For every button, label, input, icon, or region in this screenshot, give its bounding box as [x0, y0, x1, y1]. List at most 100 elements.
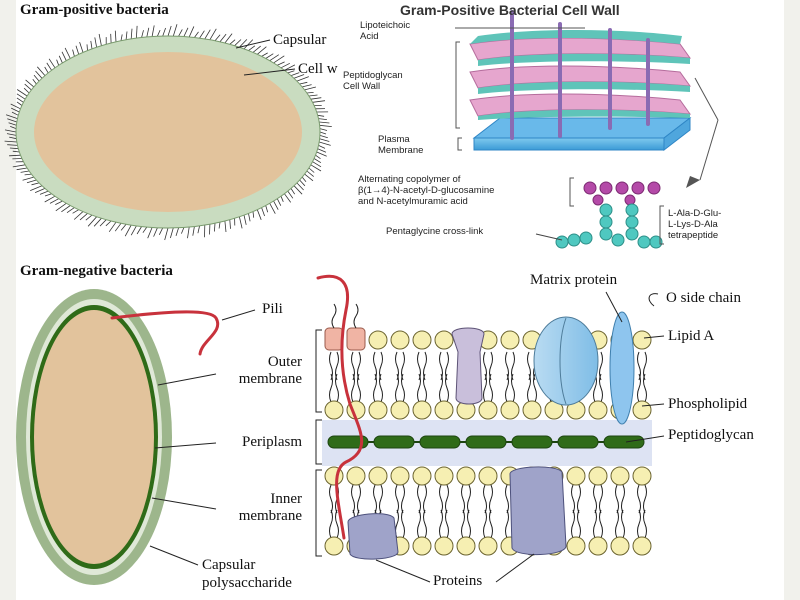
capsule-hair [256, 209, 262, 220]
capsule-hair [26, 179, 37, 184]
capsule-hair [280, 62, 290, 69]
lipid-tail [593, 484, 603, 514]
lipid-tail [439, 484, 449, 514]
capsule-hair [55, 200, 63, 205]
capsule-hair [35, 70, 43, 79]
capsule-hair [93, 218, 102, 227]
lipid-a-block [324, 327, 344, 351]
inner-membrane-protein-large [509, 466, 567, 556]
lipid-tail [373, 351, 383, 381]
copolymer-label-line3: and N-acetylmuramic acid [358, 196, 468, 207]
capsule-hair [9, 147, 19, 150]
lipid-layers [324, 303, 652, 556]
phospholipid-head [500, 400, 520, 420]
capsule-hair [319, 121, 330, 124]
capsule-hair [199, 30, 205, 39]
phospholipid-head [368, 400, 388, 420]
capsule-hair [287, 70, 295, 74]
phospholipid-head [412, 466, 432, 486]
phospholipid-head [346, 466, 366, 486]
capsule-hair [58, 55, 63, 64]
lipid-tail [615, 484, 625, 514]
phospholipid-head [324, 536, 344, 556]
capsule-hair [120, 34, 123, 41]
lipid-tail [505, 351, 515, 381]
capsule-hair [183, 27, 189, 37]
peptidoglycan-segment [373, 435, 415, 449]
capsule-hair [64, 47, 71, 59]
lipid-tail [439, 373, 449, 403]
tetrapeptide-label: L-Ala-D-Glu- L-Lys-D-Ala tetrapeptide [668, 208, 721, 241]
capsule-hair [287, 190, 294, 199]
capsule-hair [23, 87, 30, 94]
capsule-hair [147, 227, 153, 239]
phospholipid-head [368, 330, 388, 350]
capsule-hair [170, 227, 174, 239]
capsule-hair [7, 144, 18, 146]
capsule-hair [6, 133, 17, 136]
gram-positive-cytoplasm [34, 52, 302, 212]
plasma-membrane-label-line2: Membrane [378, 145, 424, 156]
capsule-hair [10, 103, 21, 110]
capsule-hair [265, 205, 269, 213]
capsule-hair [25, 79, 35, 88]
peptidoglycan-layers [469, 30, 692, 120]
lipid-tail [439, 351, 449, 381]
capsule-hair [11, 107, 20, 113]
capsule-hair [302, 84, 312, 88]
phospholipid-head [434, 536, 454, 556]
pili-label: Pili [262, 301, 283, 317]
lipid-tail [395, 484, 405, 514]
capsule-hair [124, 224, 132, 237]
capsule-hair [9, 154, 21, 157]
peptidoglycan-segment [419, 435, 461, 449]
capsule-hair [44, 195, 56, 203]
lipoteichoic-label-line1: Lipoteichoic [360, 20, 411, 31]
phospholipid-head [456, 466, 476, 486]
capsule-hair [306, 170, 314, 177]
o-side-chain [331, 303, 337, 329]
lipid-a-label: Lipid A [668, 328, 715, 344]
capsule-hair [299, 81, 308, 85]
capsule-hair [315, 154, 321, 160]
lipid-tail [373, 373, 383, 403]
capsule-hair [181, 227, 185, 234]
capsule-hair [90, 40, 93, 49]
outer-membrane-label: Outer membrane [210, 354, 302, 388]
peptidoglycan-wall-label: Peptidoglycan Cell Wall [343, 70, 403, 92]
periplasm-label: Periplasm [242, 434, 302, 450]
capsule-hair [20, 170, 30, 173]
capsule-hair [125, 31, 128, 40]
plasma-membrane-label: Plasma Membrane [378, 134, 423, 156]
capsule-hair [34, 188, 46, 193]
capsule-hair [130, 225, 137, 236]
o-side-chain-label: O side chain [666, 290, 741, 306]
capsule-hair [229, 39, 236, 45]
capsule-hair [31, 182, 40, 186]
peptidoglycan-segment [465, 435, 507, 449]
phospholipid-head [610, 536, 630, 556]
lipid-tail [637, 509, 647, 539]
capsule-hair [151, 25, 155, 37]
capsule-hair [36, 66, 46, 76]
phospholipid-head [434, 330, 454, 350]
phospholipid-head [434, 466, 454, 486]
lipoteichoic-label: Lipoteichoic Acid [360, 20, 410, 42]
capsular-polysaccharide-label-line1: Capsular [202, 557, 256, 573]
capsule-hair [98, 33, 102, 46]
pentaglycine-beads [555, 203, 663, 249]
capsule-hair [46, 62, 52, 71]
lipid-tail [461, 484, 471, 514]
capsule-hair [273, 200, 279, 210]
lipid-tail [351, 351, 361, 381]
outer-membrane-label-line2: membrane [238, 371, 302, 387]
phospholipid-head [478, 400, 498, 420]
capsule-hair [9, 136, 17, 140]
phospholipid-head [632, 466, 652, 486]
capsule-hair [5, 114, 18, 119]
gram-negative-title: Gram-negative bacteria [20, 263, 173, 279]
capsule-hair [30, 185, 43, 191]
peptidoglycan-wall-label-line1: Peptidoglycan [343, 70, 403, 81]
capsule-hair [24, 173, 32, 176]
capsule-hair [146, 27, 150, 37]
